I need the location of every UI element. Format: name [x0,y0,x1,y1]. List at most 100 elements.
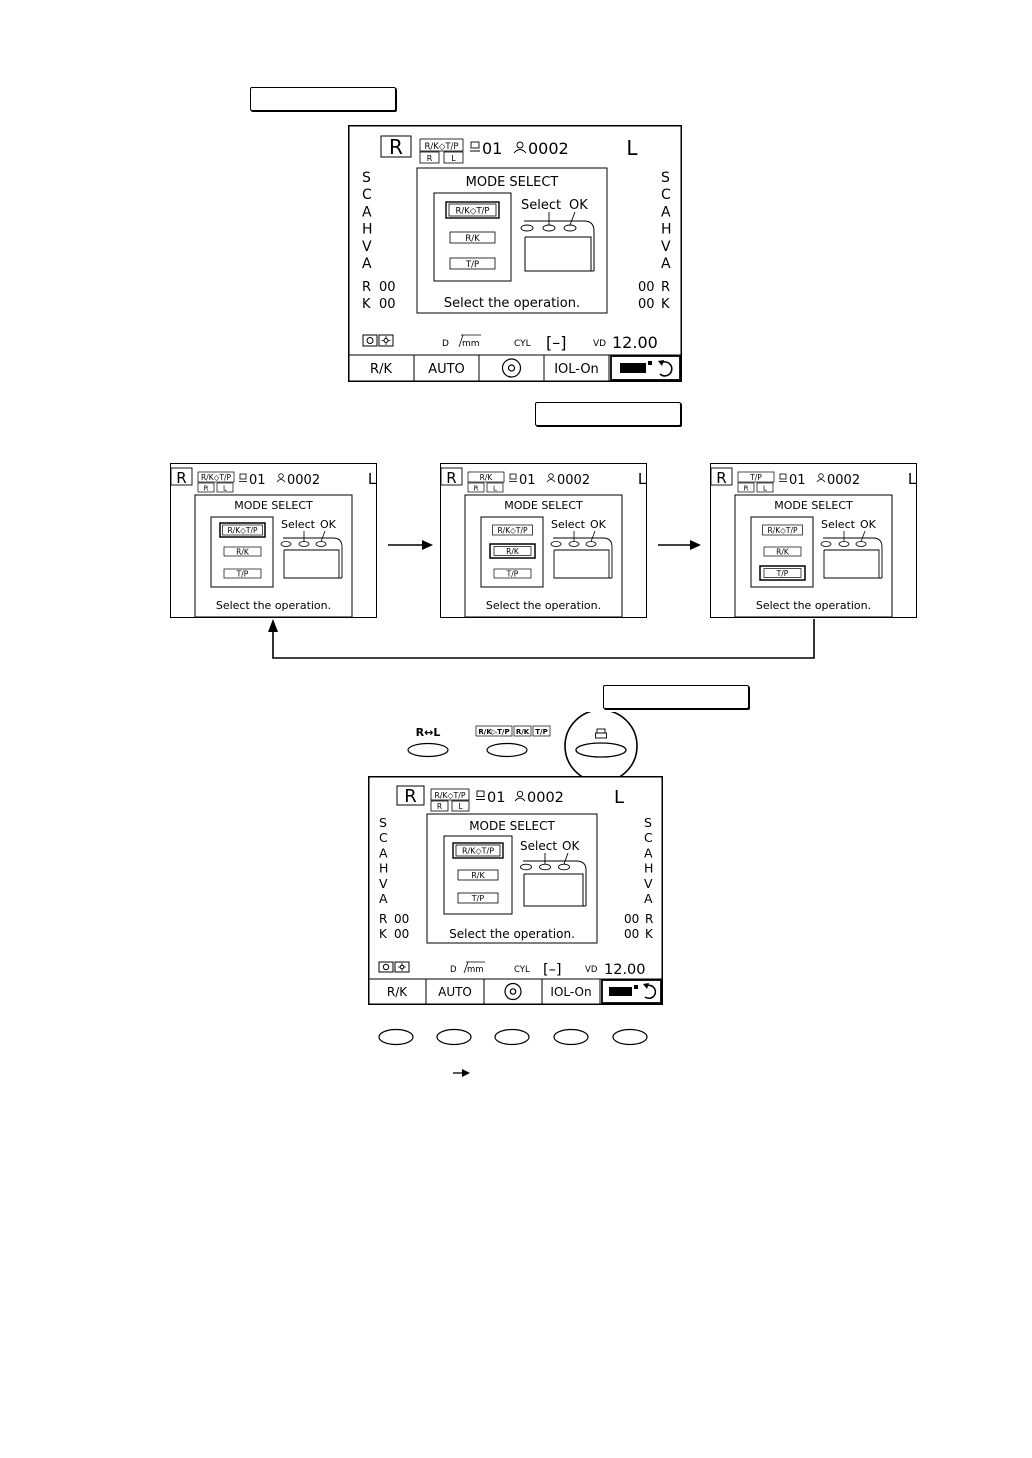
mini3-option-tp[interactable]: T/P [776,569,789,578]
s2-option-tp[interactable]: T/P [471,894,485,903]
mini3-eye-right: R [716,469,726,487]
s2-softkey-rk[interactable]: R/K [387,985,408,999]
r-label-right: R [661,280,670,295]
target-icon[interactable] [501,358,522,378]
s2-cyl-label: CYL [514,965,530,975]
k-value-left: 00 [379,297,396,312]
option-rk-tp[interactable]: R/K◇T/P [455,207,489,217]
rl-key-button[interactable] [407,742,449,758]
s2-option-rk[interactable]: R/K [471,871,485,880]
s1-left-letter: A [362,256,372,272]
select-hint: Select [521,198,561,213]
softkey-rk[interactable]: R/K [370,362,392,377]
s2-vd-label: VD [585,965,598,975]
mini3-option-rk[interactable]: R/K [776,548,790,557]
s2-eye-left-indicator: L [614,787,624,808]
mini3-ok-hint: OK [860,518,877,531]
s1-right-letter: V [661,239,671,255]
softkey-iol-on[interactable]: IOL-On [554,362,599,377]
mini1-option-rk[interactable]: R/K [236,548,250,557]
option-rk[interactable]: R/K [465,234,480,244]
mini3-dialog-title: MODE SELECT [774,499,853,512]
s2-option-rk-tp[interactable]: R/K◇T/P [462,847,494,856]
brightness-icon [378,334,394,347]
s2-right-letter: A [644,845,653,860]
s2-k-value-right: 00 [624,927,639,941]
mode-badge: R/K◇T/P [424,142,458,152]
rl-r-label: R [427,154,433,163]
machine-number: 01 [482,139,502,158]
r-label-left: R [362,280,371,295]
s2-softkey-iol-on[interactable]: IOL-On [550,985,591,999]
s2-k-label-right: K [645,927,654,941]
s2-d-label: D [450,965,457,975]
softkey-auto[interactable]: AUTO [428,362,465,377]
mini1-patient-number: 0002 [287,473,320,488]
panel-illustration [524,220,595,272]
vd-label: VD [593,339,606,349]
mode-key-label-tp: T/P [535,728,547,736]
cyl-value: [–] [546,333,566,352]
hardware-key-2[interactable] [436,1028,472,1046]
mini1-dialog-title: MODE SELECT [234,499,313,512]
mini-screen-1: R R/K◇T/P R L 01 0002 L MODE SELECT R/K◇… [170,463,377,618]
mini1-rl-l: L [223,485,227,493]
hardware-key-3[interactable] [494,1028,530,1046]
blank-label-1 [250,87,396,111]
s2-softkey-auto[interactable]: AUTO [438,985,472,999]
s2-target-icon[interactable] [504,982,522,1001]
s2-brightness-icon [394,961,410,973]
vd-value: 12.00 [612,333,658,352]
mini1-option-rk-tp[interactable]: R/K◇T/P [227,526,258,535]
mode-select-dialog: MODE SELECT R/K◇T/P R/K T/P Select OK Se… [416,167,608,314]
r-value-right: 00 [638,280,655,295]
option-tp[interactable]: T/P [465,260,479,270]
s2-refresh-icon[interactable] [643,983,657,1000]
s1-right-letter: S [661,170,670,186]
mini1-option-tp[interactable]: T/P [236,570,249,579]
s2-left-letter: V [379,876,388,891]
eye-icon [362,334,378,347]
k-label-right: K [661,297,670,312]
s2-rl-r: R [437,802,442,811]
hardware-key-4[interactable] [553,1028,589,1046]
mini2-select-hint: Select [551,518,586,531]
hardware-key-5[interactable] [612,1028,648,1046]
mini1-select-hint: Select [281,518,316,531]
mini3-option-rk-tp[interactable]: R/K◇T/P [767,526,798,535]
s2-keyboard-icon[interactable] [609,985,638,996]
flow-arrows [268,540,815,659]
mini-screen-3: R T/P R L 01 0002 L MODE SELECT R/K◇T/P … [710,463,917,618]
s1-left-letter: H [362,222,373,238]
mini2-option-tp[interactable]: T/P [506,570,519,579]
s2-rl-l: L [458,802,463,811]
loop-back-arrow [268,619,815,659]
keyboard-icon[interactable] [620,361,652,373]
mini3-rl-r: R [744,485,749,493]
mini2-mode-badge: R/K [480,473,494,482]
mini1-machine-icon [239,473,247,482]
mini2-patient-number: 0002 [557,473,590,488]
mini3-machine-icon [779,473,787,482]
mini3-rl-l: L [763,485,767,493]
mini1-rl-r: R [204,485,209,493]
eye-right-indicator: R [389,135,403,159]
mini2-option-rk[interactable]: R/K [506,547,520,556]
small-arrow-icon [453,1069,470,1077]
print-key-button[interactable] [575,742,627,758]
mini2-option-rk-tp[interactable]: R/K◇T/P [497,526,528,535]
k-label-left: K [362,297,371,312]
mini3-patient-icon [816,473,826,483]
hardware-key-1[interactable] [378,1028,414,1046]
mini1-eye-right: R [176,469,186,487]
mode-key-button[interactable] [486,742,528,758]
s2-vd-value: 12.00 [604,962,646,978]
eye-left-indicator: L [626,136,638,160]
mini3-dialog-instruction: Select the operation. [756,599,871,612]
mini1-ok-hint: OK [320,518,337,531]
mini3-patient-number: 0002 [827,473,860,488]
s2-left-letter: H [379,861,388,876]
mini3-machine-number: 01 [789,473,806,488]
refresh-icon[interactable] [658,360,673,377]
